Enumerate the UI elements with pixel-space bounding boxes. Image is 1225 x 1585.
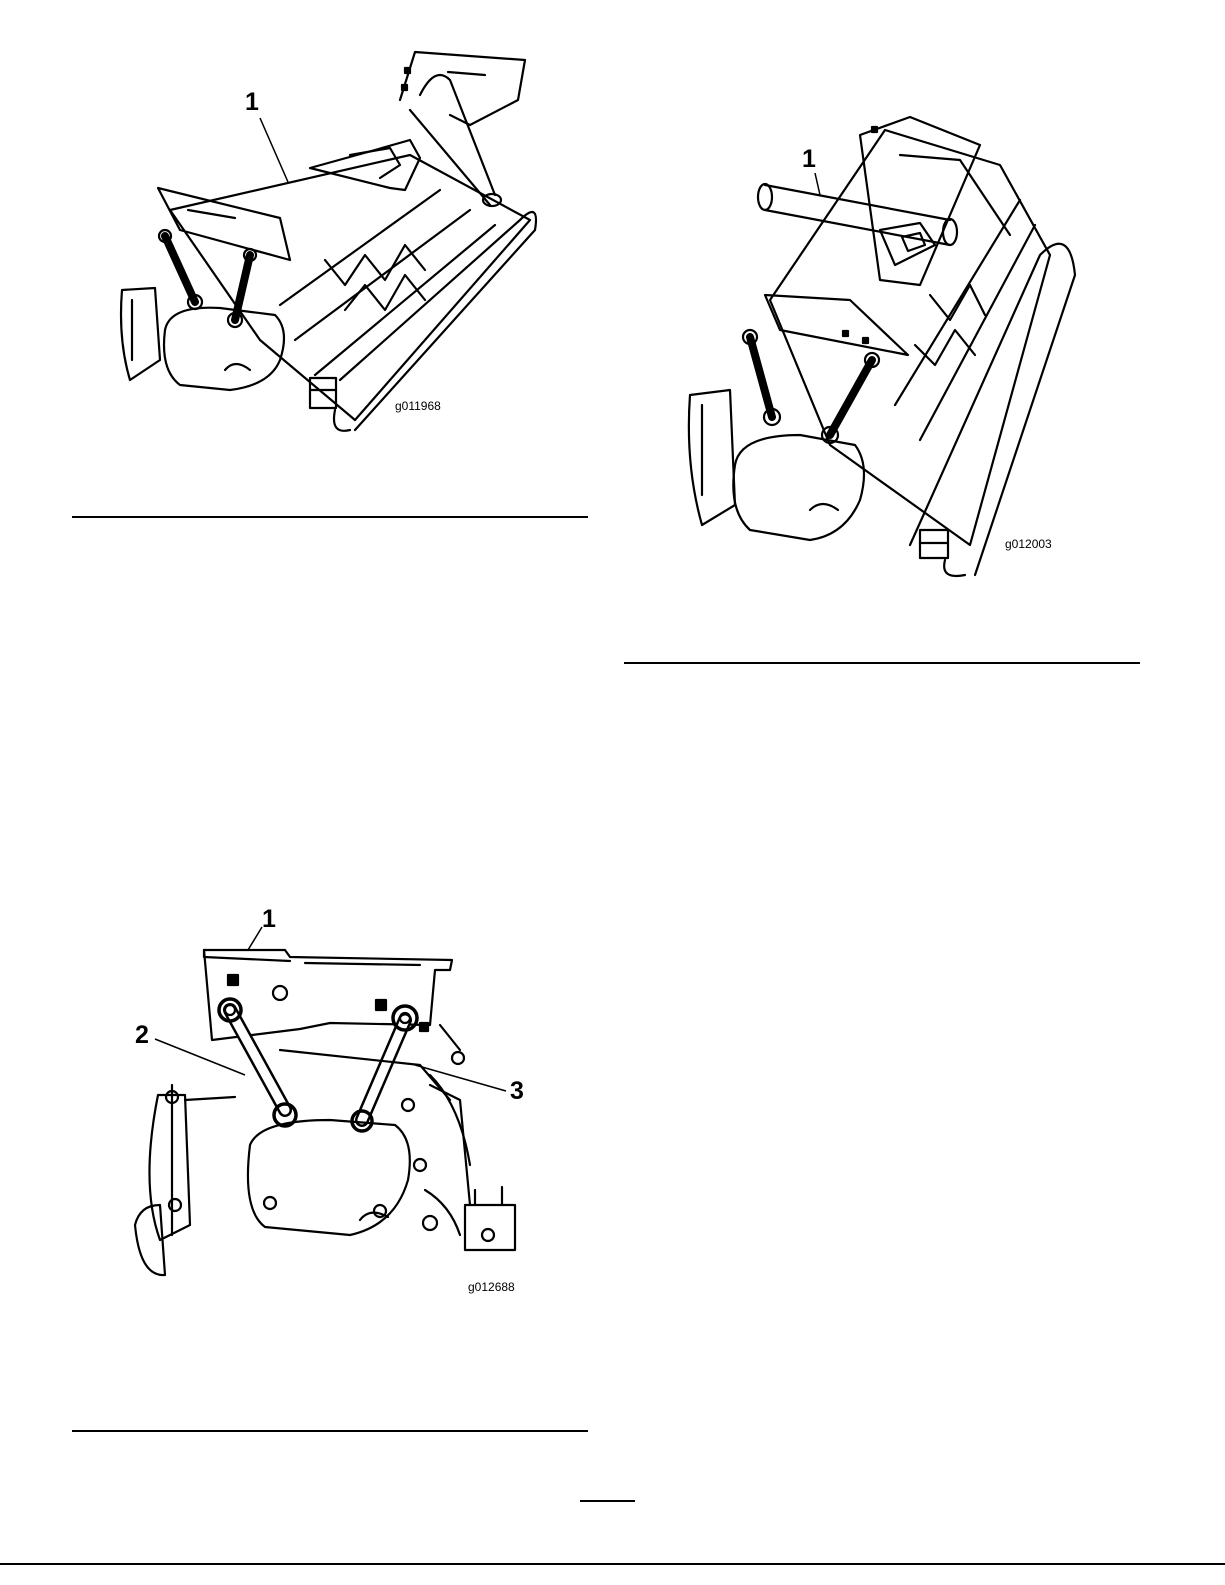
- section-divider: [624, 662, 1140, 664]
- callout-number: 1: [245, 90, 259, 115]
- figure-reel-assembly-tube-side: 1 g012003: [680, 105, 1140, 595]
- page-bottom-rule: [0, 1563, 1225, 1565]
- callout-number: 1: [802, 147, 816, 172]
- callout-number: 1: [262, 907, 276, 932]
- callout-number: 2: [135, 1023, 149, 1048]
- callout-number: 3: [510, 1079, 524, 1104]
- figure-linkage-detail: 1 2 3 g012688: [130, 905, 540, 1295]
- reel-assembly-illustration: [680, 105, 1140, 595]
- linkage-detail-illustration: [130, 905, 540, 1295]
- figure-id: g012003: [1005, 538, 1052, 550]
- section-divider: [72, 1430, 588, 1432]
- section-divider: [72, 516, 588, 518]
- figure-reel-assembly-top: 1 g011968: [110, 40, 570, 450]
- figure-id: g011968: [395, 400, 441, 412]
- page-number-underline: [580, 1500, 635, 1502]
- figure-id: g012688: [468, 1281, 515, 1293]
- reel-assembly-illustration: [110, 40, 570, 450]
